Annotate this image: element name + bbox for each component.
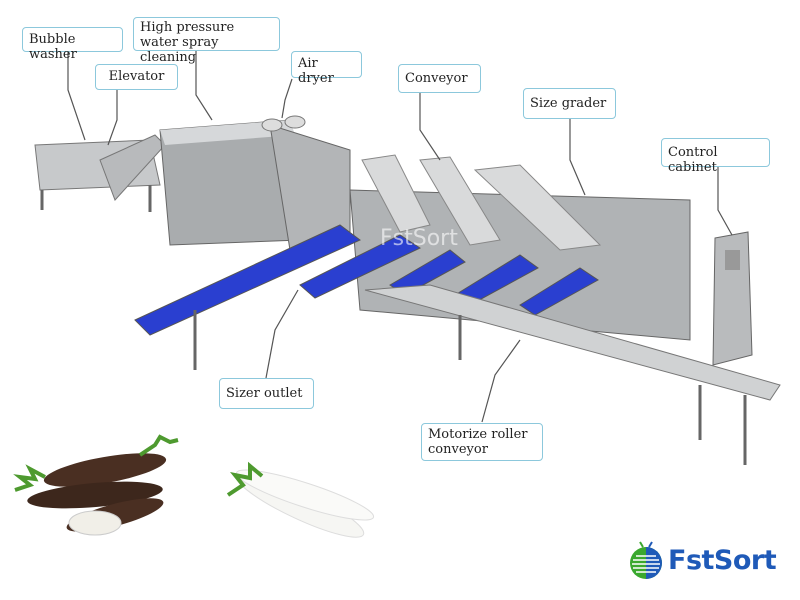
yam-vegetables: [13, 434, 179, 536]
control-cabinet-machine: [712, 231, 753, 366]
white-radishes: [226, 461, 375, 538]
label-size-grader: Size grader: [523, 88, 616, 119]
label-conveyor: Conveyor: [398, 64, 481, 93]
brand-name: FstSort: [668, 544, 777, 576]
sizer-outlet-conveyors: [134, 224, 599, 370]
label-high-pressure-spray: High pressure water spray cleaning: [133, 17, 280, 65]
label-elevator: Elevator: [95, 64, 178, 90]
label-control-cabinet: Control cabinet: [661, 138, 770, 175]
apple-logo-icon: [630, 541, 662, 579]
label-bubble-washer: Bubble washer: [22, 27, 123, 62]
label-motorize-roller-conveyor: Motorize roller conveyor: [421, 423, 543, 461]
label-air-dryer: Air dryer: [291, 51, 362, 86]
spray-cleaning-machine: [159, 119, 301, 246]
leader-lines: [67, 51, 733, 423]
brand-logo: FstSort: [628, 540, 777, 580]
watermark: FstSort: [380, 226, 458, 251]
roller-conveyor: [364, 284, 781, 465]
label-sizer-outlet: Sizer outlet: [219, 378, 314, 409]
